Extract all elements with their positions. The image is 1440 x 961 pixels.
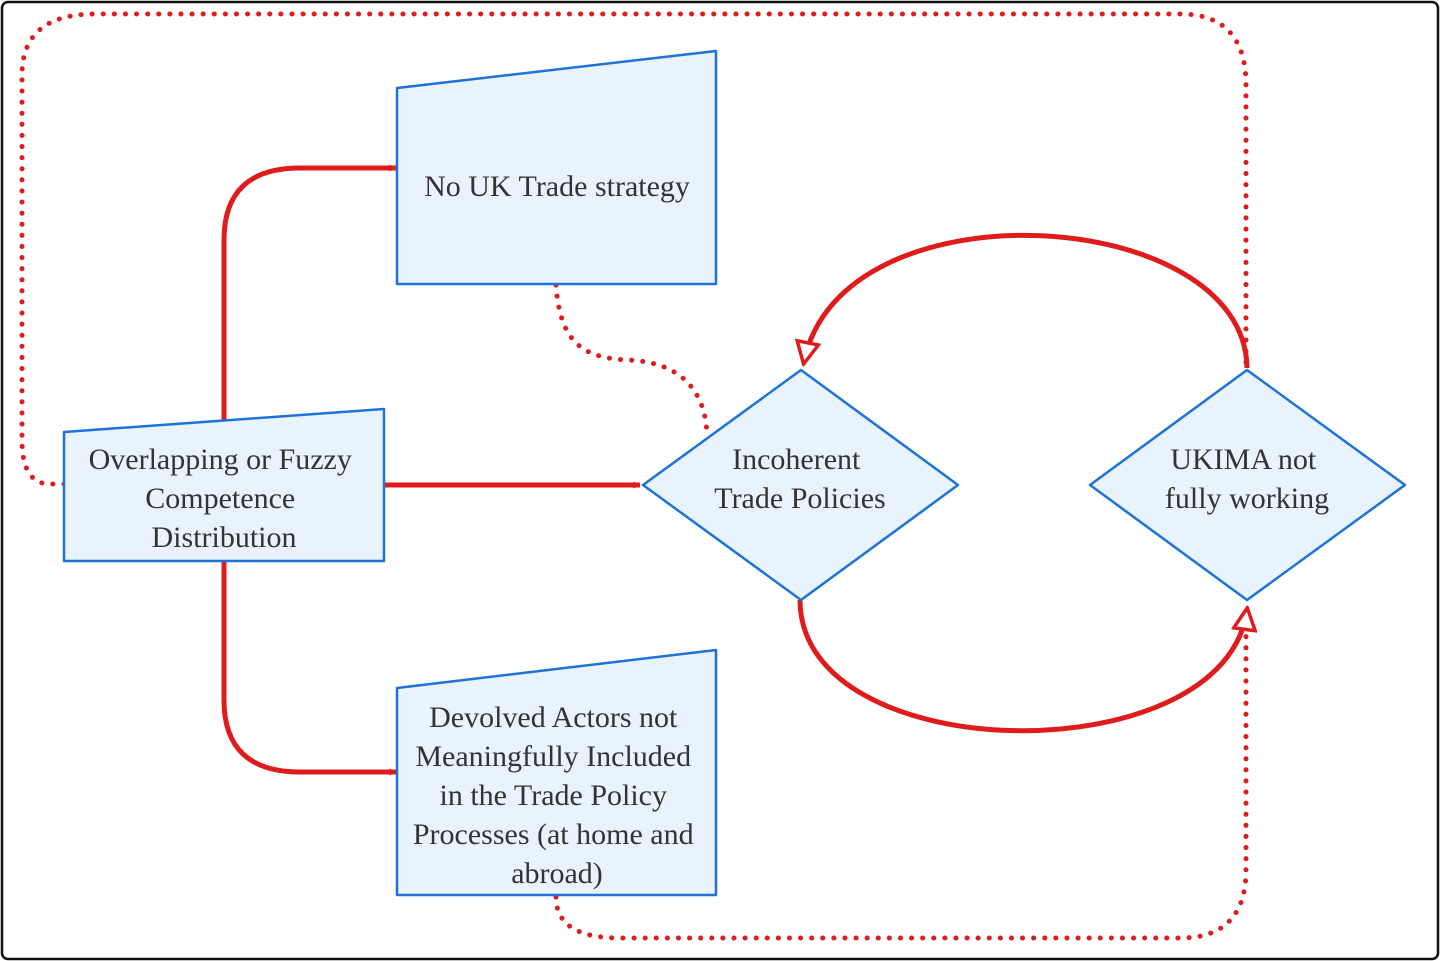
node-overlapping-competence: Overlapping or Fuzzy Competence Distribu… — [62, 407, 386, 563]
node-label-line-2: fully working — [1165, 482, 1329, 515]
node-ukima-not-fully-working: UKIMA not fully working — [1088, 368, 1407, 602]
node-label-line-1: UKIMA not — [1170, 443, 1317, 476]
node-label-line-2: Competence — [145, 482, 295, 515]
node-label-line-2: Trade Policies — [714, 482, 885, 515]
node-label: Devolved Actors not Meaningfully Include… — [413, 701, 701, 890]
node-shape — [62, 407, 386, 563]
node-label: Incoherent Trade Policies — [714, 443, 885, 515]
node-label-line-1: Devolved Actors not — [429, 701, 678, 734]
node-label: UKIMA not fully working — [1165, 443, 1329, 515]
node-incoherent-trade-policies: Incoherent Trade Policies — [641, 368, 960, 602]
node-label-line-2: Meaningfully Included — [415, 740, 691, 773]
arrow-competence-to-strategy — [221, 164, 397, 420]
loop-arrow-incoherent-to-ukima — [797, 599, 1247, 734]
node-label-line-3: Distribution — [151, 521, 296, 554]
node-label-line-1: No UK Trade strategy — [424, 170, 690, 203]
node-label-line-3: in the Trade Policy — [439, 779, 667, 812]
node-label-line-1: Overlapping or Fuzzy — [89, 443, 352, 476]
node-shape — [395, 648, 718, 897]
node-no-uk-trade-strategy: No UK Trade strategy — [395, 49, 718, 286]
node-shape — [641, 368, 960, 602]
node-devolved-actors: Devolved Actors not Meaningfully Include… — [395, 648, 718, 897]
loop-arrow-ukima-to-incoherent — [804, 232, 1250, 369]
node-label: No UK Trade strategy — [424, 170, 690, 203]
node-label-line-1: Incoherent — [732, 443, 861, 476]
arrow-competence-to-devolved — [221, 562, 397, 776]
node-label-line-5: abroad) — [511, 857, 603, 890]
node-label-line-4: Processes (at home and — [413, 818, 694, 851]
node-shape — [395, 49, 718, 286]
node-label: Overlapping or Fuzzy Competence Distribu… — [89, 443, 360, 554]
dotted-link-competence-to-ukima — [19, 11, 1249, 487]
node-shape — [1088, 368, 1407, 602]
dotted-link-devolved-to-ukima — [553, 633, 1249, 941]
